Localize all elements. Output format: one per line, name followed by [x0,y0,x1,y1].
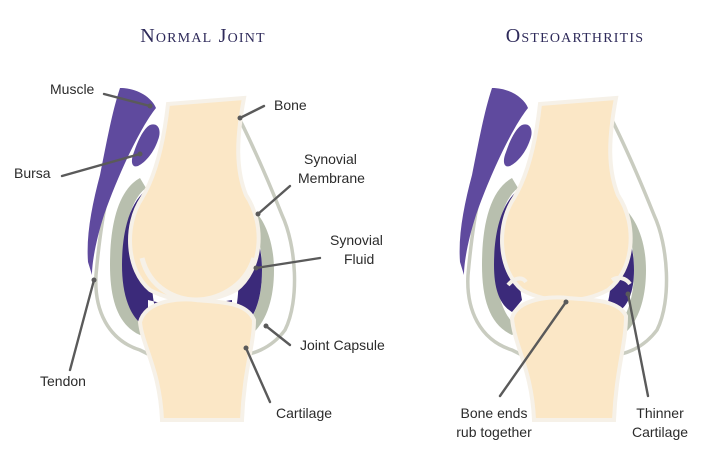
label-cartilage: Cartilage [276,405,332,421]
label-bone: Bone [274,97,307,113]
leader-bone [238,104,266,120]
oa-synovial-membrane-left [482,178,522,335]
oa-bursa [503,124,532,167]
oa-lower-bone [509,295,629,422]
label-synovial-fluid-line1: Synovial [330,232,383,248]
label-muscle: Muscle [50,81,95,97]
synovial-membrane-right [240,202,274,334]
oa-thin-cartilage-right [610,275,632,286]
label-bone-ends-line1: Bone ends [461,405,528,421]
leader-muscle [102,92,152,108]
leader-cartilage [244,346,272,404]
oa-leader-lines [498,291,650,398]
label-thinner-cartilage-line2: Cartilage [632,424,688,440]
oa-muscle [459,88,528,275]
oa-thin-cartilage-left [506,276,528,287]
leader-joint-capsule [264,324,292,347]
normal-leader-lines [60,92,322,404]
leader-bursa [60,152,142,178]
leader-tendon [68,278,96,372]
leader-synovial-membrane [256,184,292,216]
leader-bone-ends [498,300,568,398]
label-thinner-cartilage-line1: Thinner [636,405,684,421]
normal-joint-illustration [87,88,297,422]
oa-joint-illustration [459,88,669,422]
leader-thinner-cartilage [626,292,650,398]
label-bone-ends-line2: rub together [456,424,532,440]
title-osteoarthritis: Osteoarthritis [506,25,645,47]
synovial-membrane-left [110,178,150,335]
label-synovial-membrane-line1: Synovial [304,151,357,167]
label-synovial-membrane-line2: Membrane [298,170,365,186]
title-normal-joint: Normal Joint [140,25,266,47]
muscle [87,88,156,275]
leader-synovial-fluid [254,256,322,270]
label-joint-capsule: Joint Capsule [300,337,385,353]
label-synovial-fluid-line2: Fluid [344,251,374,267]
label-bursa: Bursa [14,165,51,181]
label-tendon: Tendon [40,373,86,389]
oa-synovial-membrane-right [612,202,646,334]
lower-bone [137,297,257,422]
